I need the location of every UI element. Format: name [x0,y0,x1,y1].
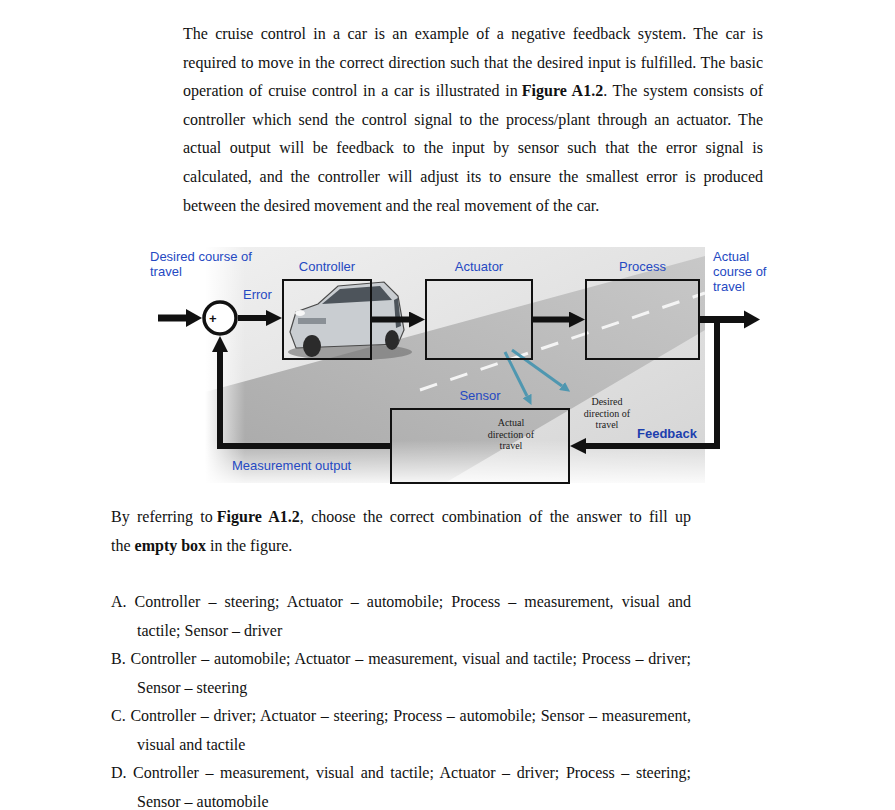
question-text-text: Figure A1.2 [217,508,300,525]
signal-arrow [533,317,569,323]
signal-label-holder: Error [243,285,272,303]
arrow-head [744,311,760,329]
signal-label: Feedback [637,426,697,441]
answer-option: A. Controller – steering; Actuator – aut… [111,588,691,645]
input-wire [158,315,186,322]
photo-label: Actual direction of travel [486,417,536,452]
output-label-text: Actual course of travel [713,249,766,294]
connectors [220,318,717,446]
body-paragraph-text: . The system consists of controller whic… [183,82,763,213]
body-paragraph: The cruise control in a car is an exampl… [183,20,763,220]
block-title: Process [619,259,666,274]
answer-option: D. Controller – measurement, visual and … [111,759,691,810]
answer-option: C. Controller – driver; Actuator – steer… [111,702,691,759]
car-wheel [385,330,399,350]
input-label-text: Desired course of travel [150,249,252,279]
process-box: Process [585,279,700,360]
answer-option-text: A. Controller – steering; Actuator – aut… [111,593,691,639]
signal-arrow [220,352,390,446]
car-headlight [295,310,305,316]
summing-junction: + [202,300,238,336]
actuator-box: Actuator [425,279,533,360]
controller-box: Controller [282,279,372,360]
sign-symbol: + [209,311,217,326]
junction-circle [204,302,236,334]
block-title: Sensor [459,388,500,403]
block-title-holder: Process [557,257,728,275]
body-paragraph-text: Figure A1.2 [522,82,603,99]
car-window [394,298,401,328]
signal-label: Error [243,287,272,302]
output-label: Actual course of travel [713,249,777,294]
block-title: Actuator [455,259,503,274]
signal-label-holder: Measurement output [232,456,351,474]
car-illustration [288,282,412,360]
answer-option-text: C. Controller – driver; Actuator – steer… [111,707,691,753]
view-arrows [505,350,562,396]
signal-arrow [238,315,266,321]
car-wheel [303,335,321,357]
block-title-holder: Controller [254,257,400,275]
block-title: Controller [299,259,355,274]
question-text-text: By referring to [111,508,213,525]
question-text: By referring toFigure A1.2, choose the c… [111,503,691,560]
car-windshield [322,286,392,304]
view-arrow [512,350,562,386]
input-label: Desired course of travel [150,249,262,279]
answer-option: B. Controller – automobile; Actuator – m… [111,645,691,702]
arrow-head [186,309,202,327]
answer-option-text: D. Controller – measurement, visual and … [111,764,691,810]
signal-wires [158,309,760,329]
photo-label-text: Actual direction of travel [488,417,534,451]
question-text-text: empty box [135,537,207,554]
junction-outline [202,300,238,336]
signal-label-holder: Feedback [637,424,697,442]
block-title-holder: Actuator [397,257,561,275]
photo-label-text: Desired direction of travel [584,396,630,430]
signal-label: Measurement output [232,458,351,473]
block-title-holder: Sensor [362,386,598,404]
lane-marking [420,293,705,390]
photo-label: Desired direction of travel [582,396,632,431]
answer-option-text: B. Controller – automobile; Actuator – m… [111,650,691,696]
car-grille [298,318,326,324]
signal-arrow [372,317,409,323]
sensor-box: Sensor [390,408,570,484]
junction-content: + [202,300,238,336]
question-text-text: in the figure. [210,537,292,554]
